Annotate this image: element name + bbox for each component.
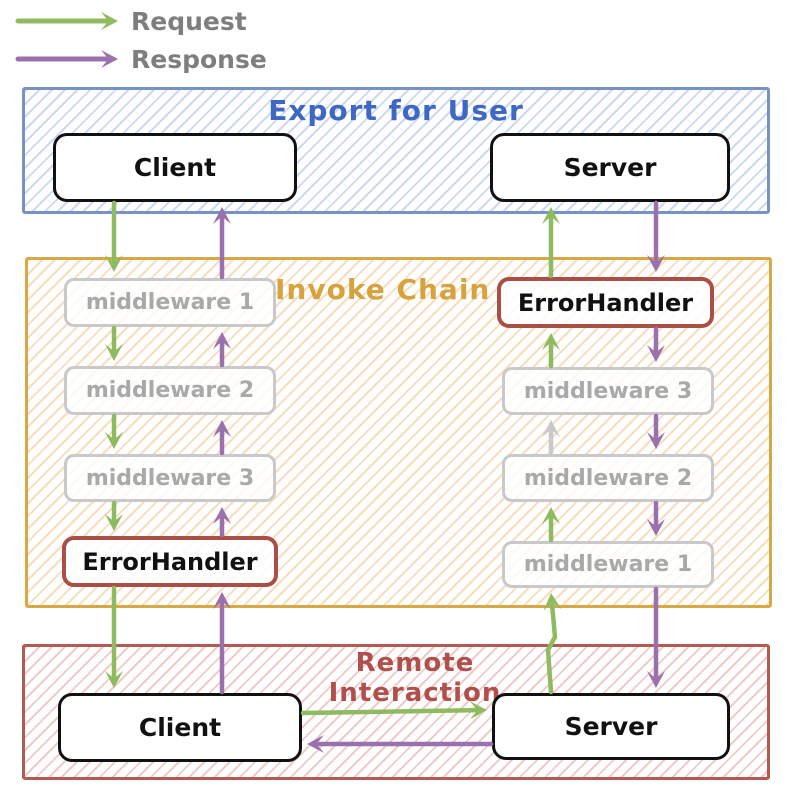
legend-response-arrow <box>15 50 118 68</box>
server-node-remote: Server <box>492 693 730 760</box>
middleware-1-server: middleware 1 <box>502 541 714 588</box>
server-node-export: Server <box>490 133 730 202</box>
middleware-2-client: middleware 2 <box>64 366 276 415</box>
client-node-export: Client <box>53 133 297 202</box>
remote-title-line1: Remote <box>355 648 475 678</box>
middleware-3-server: middleware 3 <box>502 367 714 415</box>
middleware-1-client: middleware 1 <box>64 278 276 327</box>
export-section-title: Export for User <box>268 94 524 127</box>
client-node-remote: Client <box>58 693 302 762</box>
remote-title-line2: Interaction <box>328 678 502 709</box>
error-handler-server: ErrorHandler <box>497 277 714 328</box>
middleware-3-client: middleware 3 <box>64 454 276 502</box>
middleware-2-server: middleware 2 <box>502 454 714 502</box>
remote-section-title: Remote Interaction <box>310 648 520 709</box>
error-handler-client: ErrorHandler <box>62 536 278 587</box>
legend-request-arrow <box>15 12 118 30</box>
legend-request-label: Request <box>131 7 247 36</box>
legend-response-label: Response <box>131 45 267 74</box>
invoke-section-title: Invoke Chain <box>275 273 491 306</box>
